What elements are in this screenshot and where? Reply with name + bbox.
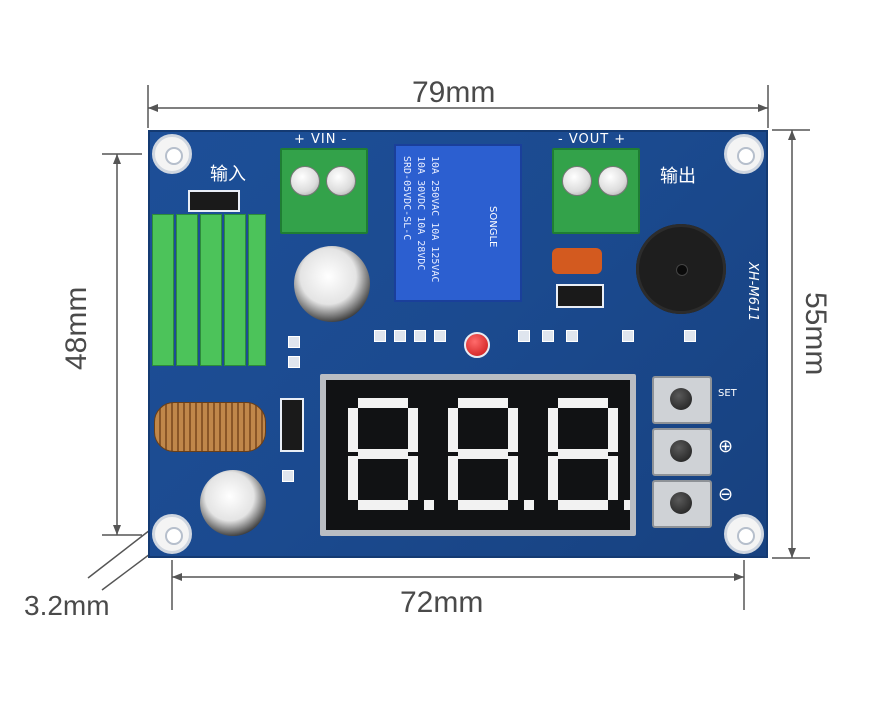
electrolytic-capacitor-small	[200, 470, 266, 536]
digit-1-segment-3	[408, 456, 418, 500]
display-digits	[348, 398, 630, 510]
output-screw-1	[562, 166, 592, 196]
digit-1-segment-2	[408, 408, 418, 452]
digit-3-segment-7	[558, 449, 608, 459]
hole-spacing-horizontal-label: 72mm	[400, 586, 484, 619]
set-button[interactable]	[652, 376, 712, 424]
mounting-hole-top-right	[724, 134, 764, 174]
set-label: SET	[718, 388, 737, 399]
indicator-led	[464, 332, 490, 358]
hole-diameter-label: 3.2mm	[24, 590, 110, 621]
vout-label: - VOUT +	[558, 132, 627, 147]
digit-3-segment-2	[608, 408, 618, 452]
input-screw-1	[290, 166, 320, 196]
input-terminal-block	[280, 148, 368, 234]
digit-2-segment-5	[448, 456, 458, 500]
mounting-hole-top-left	[152, 134, 192, 174]
increase-button-cap	[670, 440, 692, 462]
digit-3-segment-1	[558, 398, 608, 408]
seven-segment-display	[320, 374, 636, 536]
digit-3-segment-6	[548, 408, 558, 452]
input-label: 输入	[210, 164, 246, 185]
digit-1-segment-6	[348, 408, 358, 452]
relay-spec-3: SRD-05VDC-SL-C	[401, 156, 412, 241]
smd-component	[556, 284, 604, 308]
heatsink	[152, 214, 266, 366]
pcb-board: + VIN - - VOUT + 输入 输出 XH-M611 SET ⊕ ⊖ S…	[148, 130, 768, 558]
relay: SONGLE 10A 250VAC 10A 125VAC 10A 30VDC 1…	[394, 144, 522, 302]
hole-spacing-vertical-label: 48mm	[60, 286, 93, 370]
relay-brand: SONGLE	[487, 206, 498, 248]
digit-3-segment-5	[548, 456, 558, 500]
input-screw-2	[326, 166, 356, 196]
digit-1-segment-1	[358, 398, 408, 408]
electrolytic-capacitor-large	[294, 246, 370, 322]
digit-2-segment-4	[458, 500, 508, 510]
width-dimension-label: 79mm	[412, 76, 496, 109]
digit-2-segment-3	[508, 456, 518, 500]
output-terminal-block	[552, 148, 640, 234]
smd-inductor	[280, 398, 304, 452]
relay-spec-1: 10A 250VAC 10A 125VAC	[429, 156, 440, 283]
digit-3-decimal-point	[624, 500, 630, 510]
digit-1-segment-7	[358, 449, 408, 459]
digit-2-decimal-point	[524, 500, 534, 510]
digit-2-segment-1	[458, 398, 508, 408]
digit-1-decimal-point	[424, 500, 434, 510]
smd-fuse	[188, 190, 240, 212]
output-label: 输出	[660, 166, 696, 187]
set-button-cap	[670, 388, 692, 410]
buzzer	[636, 224, 726, 314]
increase-button[interactable]	[652, 428, 712, 476]
decrease-button-cap	[670, 492, 692, 514]
inductor-coil	[154, 402, 266, 452]
mounting-hole-bottom-left	[152, 514, 192, 554]
minus-label: ⊖	[718, 484, 734, 505]
digit-2-segment-6	[448, 408, 458, 452]
digit-3-segment-3	[608, 456, 618, 500]
mounting-hole-bottom-right	[724, 514, 764, 554]
model-label: XH-M611	[745, 262, 760, 322]
digit-1-segment-5	[348, 456, 358, 500]
decrease-button[interactable]	[652, 480, 712, 528]
orange-capacitor	[552, 248, 602, 274]
digit-3-segment-4	[558, 500, 608, 510]
plus-label: ⊕	[718, 436, 734, 457]
digit-2-segment-7	[458, 449, 508, 459]
vin-label: + VIN -	[294, 132, 348, 147]
digit-2-segment-2	[508, 408, 518, 452]
relay-spec-2: 10A 30VDC 10A 28VDC	[415, 156, 426, 271]
output-screw-2	[598, 166, 628, 196]
digit-1-segment-4	[358, 500, 408, 510]
height-dimension-label: 55mm	[799, 292, 832, 376]
